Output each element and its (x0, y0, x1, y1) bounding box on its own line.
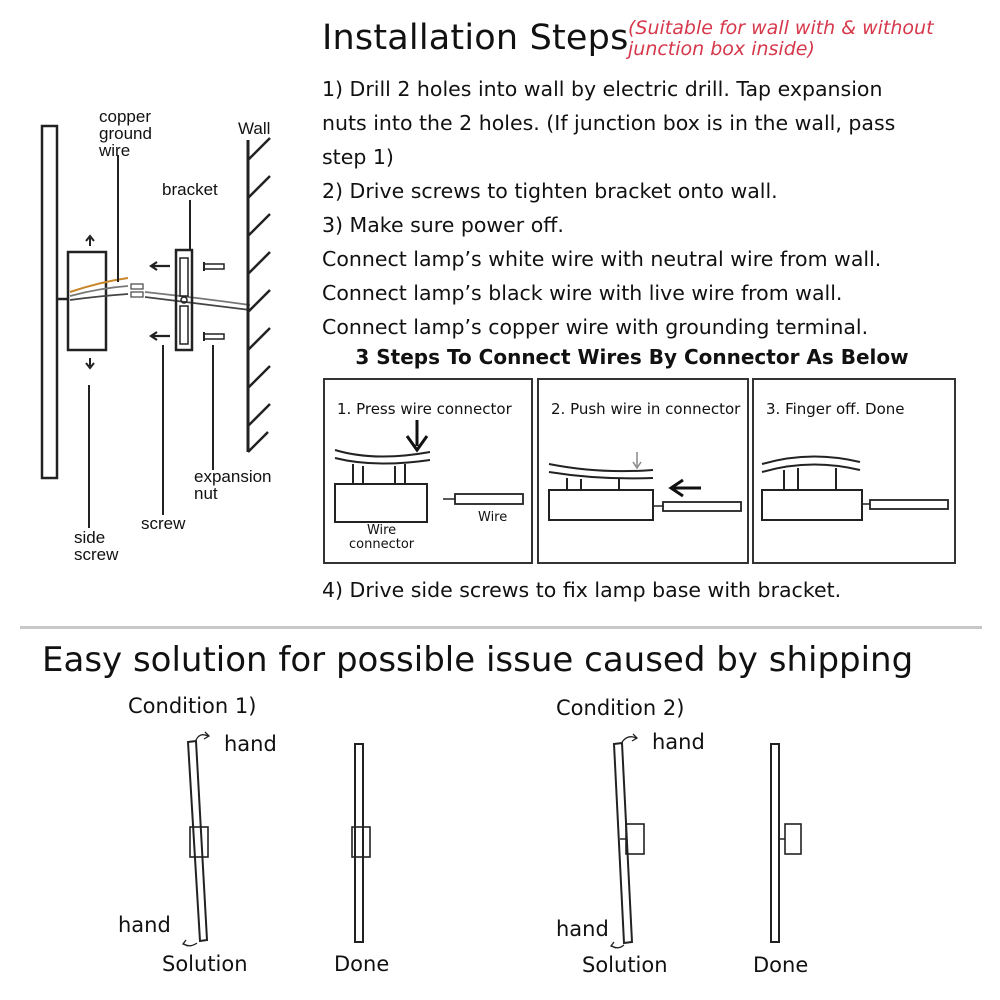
expansion-screw-lower (203, 332, 225, 341)
panel-caption: 1. Press wire connector (337, 400, 512, 418)
step-line: nuts into the 2 holes. (If junction box … (322, 111, 896, 135)
step-line: Connect lamp’s white wire with neutral w… (322, 247, 882, 271)
condition-1-tilted-lamp (181, 731, 211, 947)
suitability-note: (Suitable for wall with & without juncti… (628, 17, 934, 60)
step-line: 2) Drive screws to tighten bracket onto … (322, 179, 778, 203)
done-label: Done (753, 953, 809, 977)
step-4: 4) Drive side screws to fix lamp base wi… (322, 578, 842, 602)
screw-arrow-upper (149, 261, 170, 271)
bracket-label: bracket (162, 180, 218, 199)
page-title: Installation Steps (322, 18, 629, 58)
condition-1-label: Condition 1) (128, 694, 257, 718)
solution-label: Solution (162, 952, 248, 976)
bracket (174, 248, 194, 352)
step-line: step 1) (322, 145, 394, 169)
finger-off-illustration (761, 455, 949, 521)
screw-arrow-lower (149, 331, 170, 341)
hand-label: hand (118, 913, 171, 937)
copper-wire (69, 277, 129, 293)
hand-label: hand (224, 732, 277, 756)
done-label: Done (334, 952, 390, 976)
solution-heading: Easy solution for possible issue caused … (42, 640, 914, 680)
hand-label: hand (556, 917, 609, 941)
panel-caption: 2. Push wire in connector (551, 400, 741, 418)
connector-heading: 3 Steps To Connect Wires By Connector As… (355, 345, 909, 369)
installation-diagram (40, 124, 271, 528)
step-line: Connect lamp’s copper wire with groundin… (322, 315, 869, 339)
condition-2-done-lamp (770, 743, 802, 943)
lamp-bar (40, 124, 59, 480)
section-divider (20, 626, 982, 629)
solution-label: Solution (582, 953, 668, 977)
step-line: 3) Make sure power off. (322, 213, 564, 237)
wall-label: Wall (238, 119, 271, 138)
condition-1-done-lamp (351, 743, 371, 943)
screw-label: screw (141, 514, 186, 533)
step-line: 1) Drill 2 holes into wall by electric d… (322, 77, 883, 101)
lamp-base (66, 250, 108, 352)
push-wire-illustration (548, 452, 742, 521)
connector-panel-2: 2. Push wire in connector (537, 378, 749, 564)
expansion-screw-upper (203, 262, 225, 271)
connector-panel-3: 3. Finger off. Done (752, 378, 956, 564)
press-connector-illustration (334, 420, 524, 523)
hand-label: hand (652, 730, 705, 754)
step-line: Connect lamp’s black wire with live wire… (322, 281, 843, 305)
panel-caption: 3. Finger off. Done (766, 400, 905, 418)
condition-2-tilted-lamp (609, 733, 645, 949)
solution-illustrations (181, 731, 802, 949)
condition-2-label: Condition 2) (556, 696, 685, 720)
wire-label: Wire (478, 510, 508, 525)
steps-list: 1) Drill 2 holes into wall by electric d… (322, 72, 962, 344)
